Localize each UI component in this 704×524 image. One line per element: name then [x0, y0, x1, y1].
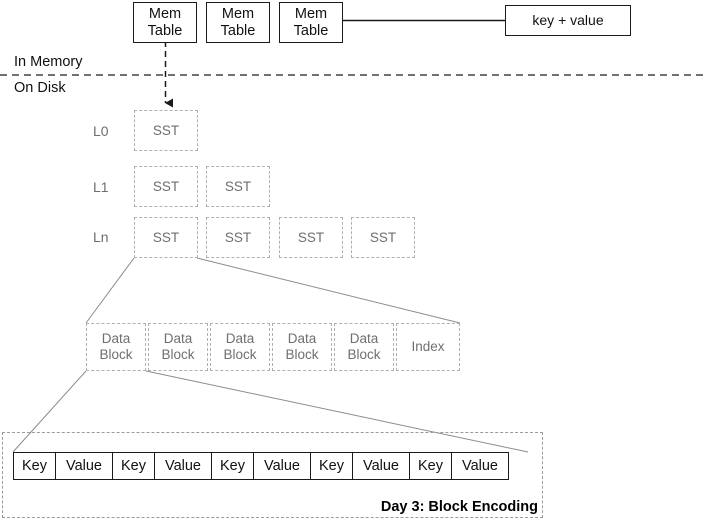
- key-value-source-label: key + value: [532, 12, 604, 28]
- sst-box-l0-1[interactable]: SST: [134, 110, 198, 151]
- memtable-box-2[interactable]: Mem Table: [206, 2, 270, 43]
- memtable-label-line1: Mem: [148, 5, 182, 22]
- kv-cell-label: Value: [65, 457, 102, 474]
- kv-cell-label: Value: [164, 457, 201, 474]
- sst-box-ln-3[interactable]: SST: [279, 217, 343, 258]
- memtable-label-line2: Table: [293, 22, 329, 39]
- memtable-box-1[interactable]: Mem Table: [133, 2, 197, 43]
- data-block-label-line1: Data: [287, 331, 317, 346]
- data-block-5[interactable]: Data Block: [334, 323, 394, 371]
- sst-label: SST: [224, 229, 252, 245]
- kv-cell-label: Key: [319, 457, 344, 474]
- data-block-label-line2: Block: [161, 347, 195, 362]
- data-block-label-line2: Block: [99, 347, 133, 362]
- kv-cell-label: Value: [461, 457, 498, 474]
- data-block-label-line1: Data: [163, 331, 193, 346]
- kv-cell-label: Key: [220, 457, 245, 474]
- connector-sst-to-datablocks-right: [196, 257, 461, 324]
- kv-cell-value-2[interactable]: Value: [154, 452, 212, 480]
- sst-label: SST: [369, 229, 397, 245]
- kv-cell-key-4[interactable]: Key: [310, 452, 353, 480]
- kv-cell-label: Value: [362, 457, 399, 474]
- data-block-label-line2: Block: [285, 347, 319, 362]
- data-block-2[interactable]: Data Block: [148, 323, 208, 371]
- level-label-l0: L0: [93, 123, 109, 139]
- in-memory-label: In Memory: [14, 54, 83, 70]
- sst-box-ln-4[interactable]: SST: [351, 217, 415, 258]
- kv-cell-label: Value: [263, 457, 300, 474]
- level-label-ln: Ln: [93, 229, 109, 245]
- memtable-label-line2: Table: [147, 22, 183, 39]
- connector-sst-to-datablocks-left: [85, 257, 135, 324]
- sst-label: SST: [297, 229, 325, 245]
- sst-box-l1-1[interactable]: SST: [134, 166, 198, 207]
- index-block[interactable]: Index: [396, 323, 460, 371]
- data-block-label-line1: Data: [225, 331, 255, 346]
- kv-cell-key-2[interactable]: Key: [112, 452, 155, 480]
- kv-cell-label: Key: [22, 457, 47, 474]
- data-block-label-line2: Block: [347, 347, 381, 362]
- diagram-caption: Day 3: Block Encoding: [380, 499, 538, 515]
- index-block-label: Index: [411, 339, 445, 354]
- memtable-label-line1: Mem: [221, 5, 255, 22]
- sst-label: SST: [152, 229, 180, 245]
- sst-box-ln-2[interactable]: SST: [206, 217, 270, 258]
- sst-label: SST: [152, 178, 180, 194]
- data-block-label-line2: Block: [223, 347, 257, 362]
- kv-cell-value-4[interactable]: Value: [352, 452, 410, 480]
- memtable-box-3[interactable]: Mem Table: [279, 2, 343, 43]
- data-block-4[interactable]: Data Block: [272, 323, 332, 371]
- kv-cell-value-5[interactable]: Value: [451, 452, 509, 480]
- kv-cell-label: Key: [418, 457, 443, 474]
- sst-box-ln-1[interactable]: SST: [134, 217, 198, 258]
- memtable-label-line2: Table: [220, 22, 256, 39]
- level-label-l1: L1: [93, 179, 109, 195]
- kv-cell-key-1[interactable]: Key: [13, 452, 56, 480]
- kv-cell-value-3[interactable]: Value: [253, 452, 311, 480]
- sst-label: SST: [152, 122, 180, 138]
- key-value-source-box[interactable]: key + value: [505, 5, 631, 36]
- kv-cell-label: Key: [121, 457, 146, 474]
- kv-cell-key-3[interactable]: Key: [211, 452, 254, 480]
- memtable-label-line1: Mem: [294, 5, 328, 22]
- sst-label: SST: [224, 178, 252, 194]
- kv-cell-value-1[interactable]: Value: [55, 452, 113, 480]
- kv-cell-key-5[interactable]: Key: [409, 452, 452, 480]
- data-block-label-line1: Data: [349, 331, 379, 346]
- data-block-1[interactable]: Data Block: [86, 323, 146, 371]
- on-disk-label: On Disk: [14, 80, 66, 96]
- data-block-3[interactable]: Data Block: [210, 323, 270, 371]
- sst-box-l1-2[interactable]: SST: [206, 166, 270, 207]
- data-block-label-line1: Data: [101, 331, 131, 346]
